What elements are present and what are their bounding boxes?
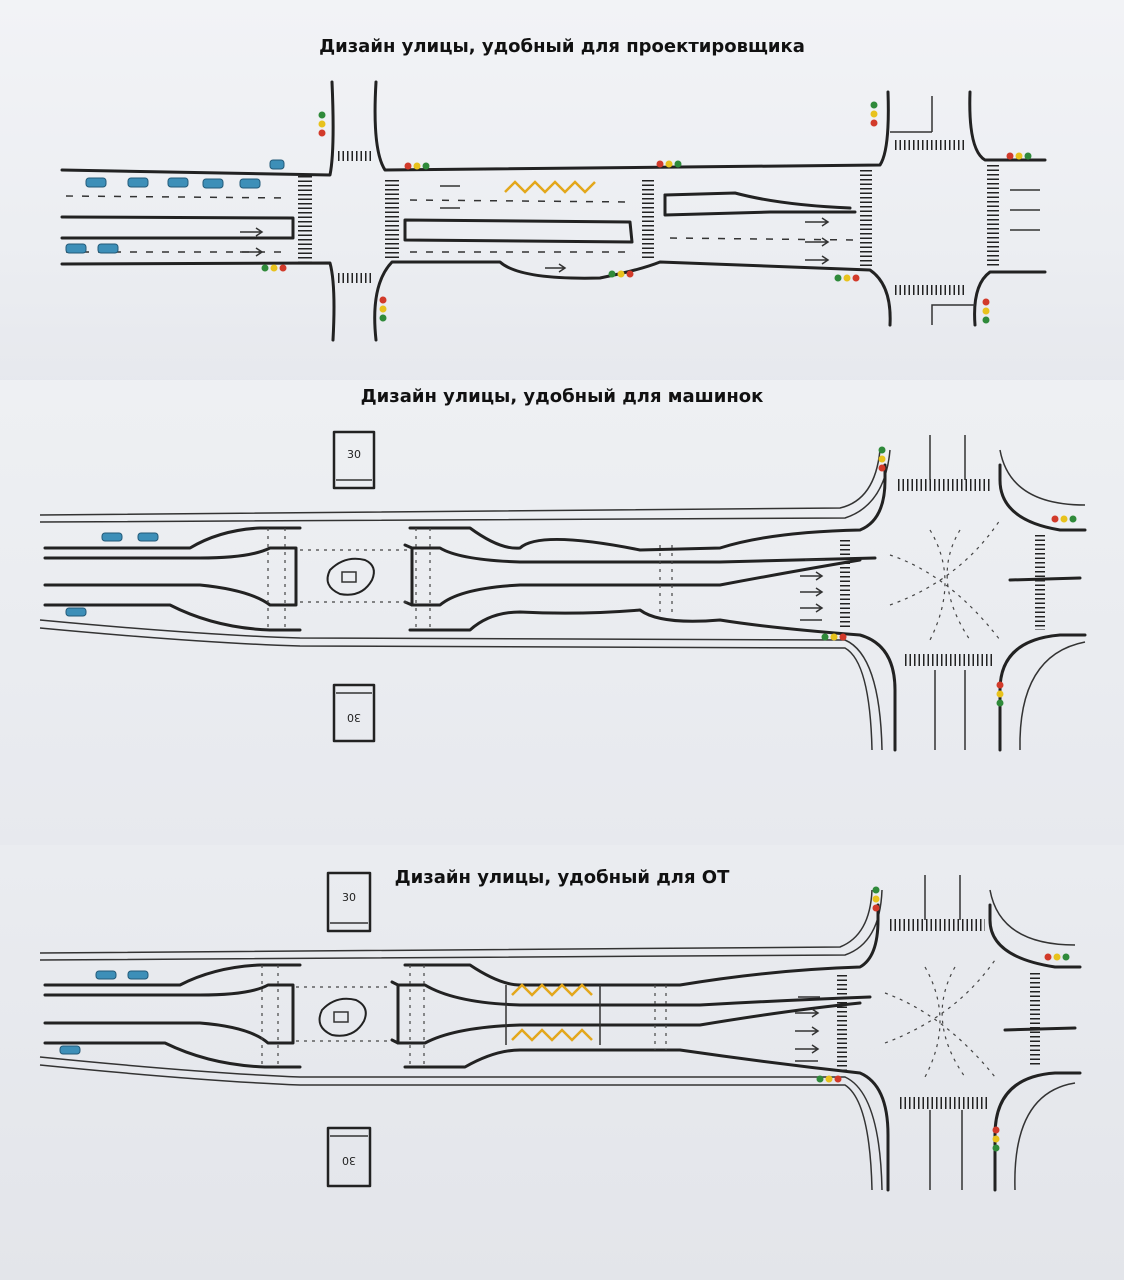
crosswalk	[415, 528, 431, 630]
transit-street-diagram: 30 30	[39, 871, 1082, 1192]
bus-zigzag-marking	[511, 983, 593, 997]
crosswalk	[267, 528, 286, 630]
lane-marking	[409, 199, 631, 203]
sidewalk-edge	[39, 449, 881, 516]
road-edge	[998, 633, 1087, 752]
bus-zigzag-marking	[511, 1028, 593, 1042]
lane-marking	[669, 237, 856, 241]
median	[43, 983, 295, 1045]
median	[1008, 576, 1082, 582]
speed-limit-label: 30	[342, 1154, 356, 1167]
median	[403, 543, 414, 607]
sidewalk-edge	[1019, 641, 1086, 751]
road-edge	[968, 90, 1047, 162]
crosswalk	[261, 965, 279, 1067]
median	[410, 558, 862, 607]
road-edge	[373, 260, 892, 342]
median	[60, 215, 295, 240]
turning-paths	[884, 959, 996, 1078]
road-edge	[43, 463, 887, 552]
bus-zigzag-marking	[504, 180, 596, 194]
median	[663, 193, 857, 217]
crosswalk	[300, 549, 410, 603]
lane-arrows	[795, 996, 820, 1062]
road-edge	[43, 903, 880, 987]
median	[1003, 1026, 1077, 1032]
sidewalk-edge	[39, 889, 883, 961]
sidewalk-edge	[39, 1064, 873, 1191]
median	[396, 1001, 862, 1045]
bus-stop-bounds	[505, 985, 601, 1045]
cars-design-panel: Дизайн улицы, удобный для машинок 30 30	[0, 380, 1124, 850]
road-edge	[60, 80, 335, 177]
sidewalk-edge	[39, 449, 891, 523]
refuge-island	[326, 557, 375, 596]
road-edge	[998, 463, 1087, 532]
crosswalk	[654, 985, 667, 1050]
panel-title: Дизайн улицы, удобный для ОТ	[394, 867, 730, 888]
traffic-lights	[816, 886, 1070, 1152]
sidewalk-edge	[999, 449, 1086, 506]
road-edge	[973, 270, 1047, 327]
crosswalk	[409, 965, 425, 1067]
speed-sign-top	[326, 871, 372, 933]
median	[390, 980, 400, 1045]
parked-cars	[65, 532, 159, 617]
refuge-island	[318, 997, 367, 1037]
planner-street-diagram	[60, 80, 1047, 342]
speed-sign-bottom	[326, 1126, 372, 1188]
sidewalk-edge	[989, 889, 1076, 946]
panel-title: Дизайн улицы, удобный для проектировщика	[319, 36, 805, 57]
speed-sign-bottom	[332, 683, 376, 743]
speed-sign-top	[332, 430, 376, 490]
lane-arrows	[240, 185, 830, 273]
road-edge	[993, 1071, 1082, 1192]
parked-cars	[59, 970, 149, 1055]
speed-limit-label: 30	[347, 711, 361, 724]
parked-cars	[65, 159, 285, 254]
traffic-lights	[821, 446, 1077, 707]
road-edge	[60, 261, 336, 342]
road-edge	[43, 1041, 890, 1192]
road-edge	[43, 603, 897, 752]
median	[403, 218, 634, 244]
median	[396, 983, 872, 1007]
traffic-lights	[261, 101, 1032, 324]
road-edge	[373, 80, 890, 172]
lane-marking	[890, 96, 933, 133]
lane-marking	[924, 875, 963, 1190]
lane-marking	[65, 195, 291, 199]
lane-marking	[931, 304, 975, 325]
median	[663, 191, 852, 210]
lane-arrows	[800, 559, 825, 621]
panel-title: Дизайн улицы, удобный для машинок	[360, 386, 764, 407]
planner-design-panel: Дизайн улицы, удобный для проектировщика	[0, 0, 1124, 395]
road-edge	[988, 903, 1082, 969]
speed-limit-label: 30	[342, 891, 356, 904]
speed-limit-label: 30	[347, 448, 361, 461]
median	[410, 546, 877, 564]
sidewalk-edge	[39, 1056, 883, 1191]
sidewalk-edge	[39, 889, 873, 954]
cars-street-diagram: 30 30	[39, 430, 1087, 752]
crosswalk	[296, 986, 392, 1042]
median	[43, 546, 298, 607]
sidewalk-edge	[39, 619, 883, 751]
crosswalk	[659, 545, 673, 612]
turning-paths	[889, 519, 1001, 641]
lane-marking	[929, 435, 966, 750]
transit-design-panel: Дизайн улицы, удобный для ОТ 30 30	[0, 845, 1124, 1280]
lane-marking	[1010, 189, 1040, 231]
sidewalk-edge	[1014, 1082, 1076, 1191]
sidewalk-edge	[39, 627, 873, 751]
